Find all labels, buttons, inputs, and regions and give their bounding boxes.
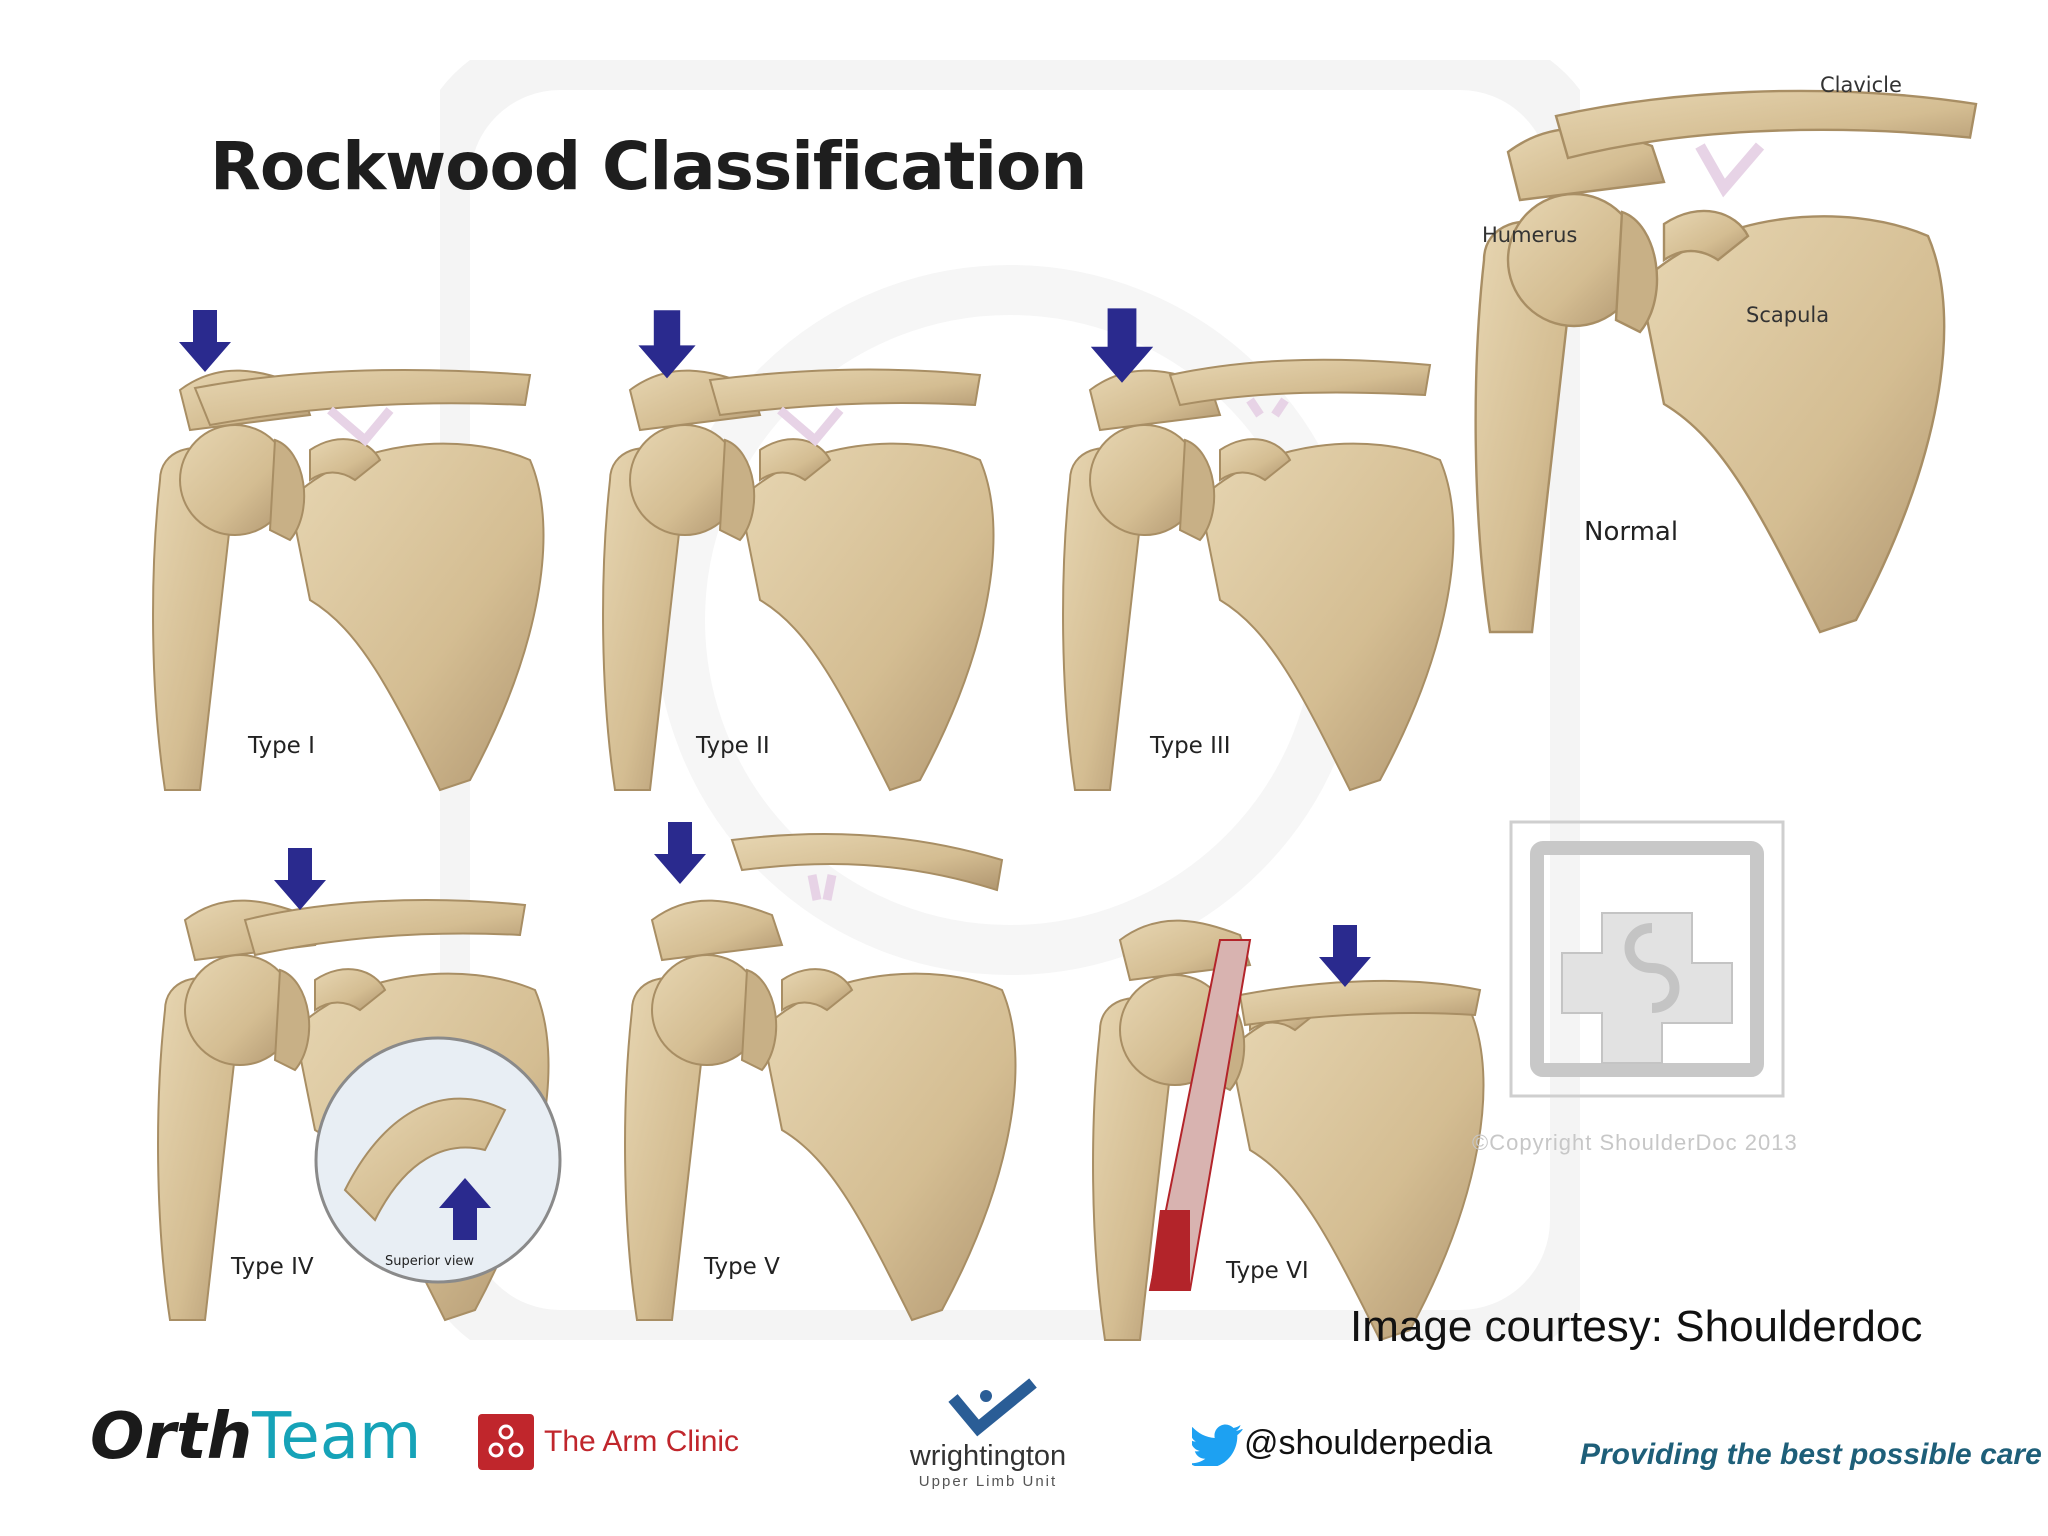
panel-label: Type IV xyxy=(231,1254,314,1280)
panel-label: Type III xyxy=(1150,733,1231,759)
panel-normal: Clavicle Humerus Scapula Normal xyxy=(1460,40,2000,634)
image-credit: Image courtesy: Shoulderdoc xyxy=(1350,1302,1923,1351)
panel-label: Type V xyxy=(704,1254,780,1280)
copyright-seal-icon xyxy=(1509,820,1785,1098)
arm-clinic-logo: The Arm Clinic xyxy=(478,1414,739,1470)
orthoteam-figure-icon: T xyxy=(252,1400,281,1474)
panel-type-6: Type VI xyxy=(1080,880,1500,1341)
clavicle-label: Clavicle xyxy=(1820,73,1902,97)
inset-label: Superior view xyxy=(385,1254,475,1269)
orthoteam-logo: OrthTeam xyxy=(90,1400,422,1474)
panel-label: Type VI xyxy=(1226,1258,1309,1284)
panel-label: Type II xyxy=(696,733,770,759)
panel-type-3: Type III xyxy=(1050,308,1470,791)
scapula-label: Scapula xyxy=(1746,303,1830,327)
twitter-bird-icon xyxy=(1188,1424,1243,1469)
arm-clinic-icon xyxy=(478,1414,534,1470)
humerus-label: Humerus xyxy=(1482,223,1578,247)
panel-label: Type I xyxy=(248,733,315,759)
wrightington-check-icon xyxy=(948,1378,1037,1437)
panel-type-5: Type V xyxy=(612,820,1032,1321)
normal-label: Normal xyxy=(1584,517,1679,547)
tagline: Providing the best possible care xyxy=(1580,1438,2042,1471)
panel-type-4: Type IV Superior view xyxy=(145,848,565,1321)
panel-type-1: Type I xyxy=(140,310,560,791)
panel-type-2: Type II xyxy=(590,310,1010,791)
page-title: Rockwood Classification xyxy=(210,128,1087,205)
twitter-handle[interactable]: @shoulderpedia xyxy=(1188,1424,1492,1469)
wrightington-logo: wrightington Upper Limb Unit xyxy=(908,1378,1068,1490)
copyright-text: ©Copyright ShoulderDoc 2013 xyxy=(1472,1130,1798,1155)
